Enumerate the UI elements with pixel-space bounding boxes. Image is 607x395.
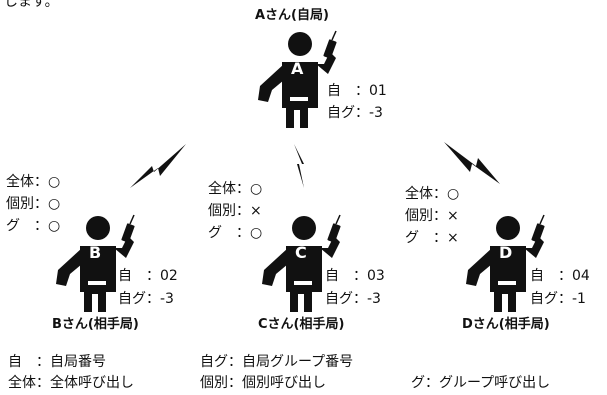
station-d-group: 自グ：-1 [530,290,586,308]
station-c-group: 自グ：-3 [325,290,381,308]
call-label: グ ： [208,225,250,241]
id-label: 自 ： [530,268,572,284]
call-group: グ ：× [405,229,459,247]
signal-bolt-ab [130,144,186,188]
call-mark: ○ [48,218,61,234]
legend-key: 個別 [200,375,228,391]
call-label: 個別： [6,196,48,212]
station-c-badge: C [295,243,307,262]
station-c-id: 自 ：03 [325,267,385,285]
id-label: 自 ： [327,83,369,99]
legend-key: グ [411,375,425,391]
station-d-badge: D [499,243,513,262]
call-mark: ○ [48,196,61,212]
call-label: 個別： [405,208,447,224]
legend-sep: ： [36,375,50,391]
call-mark: ○ [447,186,460,202]
call-group: グ ：○ [6,217,60,235]
person-with-radio-icon [258,30,337,128]
group-value: -3 [367,291,381,307]
call-all: 全体：○ [6,173,60,191]
legend-desc: 個別呼び出し [242,375,326,391]
legend-sep: ： [228,375,242,391]
station-d-calls: 全体：○ 個別：× グ ：× [405,185,459,247]
legend-id: 自 ：自局番号 [8,353,106,371]
call-group: グ ：○ [208,224,262,242]
station-b-name: Bさん(相手局) [52,317,139,332]
call-label: グ ： [405,230,447,246]
legend-all-call: 全体：全体呼び出し [8,374,134,392]
station-b-group: 自グ：-3 [118,290,174,308]
person-with-radio-icon [56,214,135,312]
station-a-group: 自グ：-3 [327,104,383,122]
id-value: 01 [369,83,387,99]
legend-sep: ： [36,354,50,370]
station-d-name: Dさん(相手局) [462,317,550,332]
station-a-badge: A [291,59,304,78]
legend-desc: グループ呼び出し [439,375,551,391]
call-label: 全体： [6,174,48,190]
group-label: 自グ： [118,291,160,307]
call-mark: ○ [250,225,263,241]
group-value: -1 [572,291,586,307]
call-mark: ○ [48,174,61,190]
id-label: 自 ： [118,268,160,284]
call-individual: 個別：× [208,202,262,220]
call-label: 個別： [208,203,250,219]
group-value: -3 [160,291,174,307]
group-value: -3 [369,105,383,121]
group-label: 自グ： [327,105,369,121]
station-b-id: 自 ：02 [118,267,178,285]
call-mark: × [447,208,459,224]
legend-individual-call: 個別：個別呼び出し [200,374,326,392]
header-fragment: します。 [4,0,59,10]
call-all: 全体：○ [208,180,262,198]
call-label: 全体： [208,181,250,197]
legend-group-id: 自グ：自局グループ番号 [200,353,353,371]
legend-key: 全体 [8,375,36,391]
station-b-badge: B [89,243,102,262]
call-mark: × [250,203,262,219]
legend-group-call: グ：グループ呼び出し [411,374,550,392]
call-individual: 個別：○ [6,195,60,213]
call-mark: ○ [250,181,263,197]
person-with-radio-icon [262,214,341,312]
station-d-id: 自 ：04 [530,267,590,285]
legend-desc: 全体呼び出し [50,375,134,391]
id-value: 02 [160,268,178,284]
legend-desc: 自局グループ番号 [242,354,354,370]
call-all: 全体：○ [405,185,459,203]
legend-sep: ： [425,375,439,391]
signal-bolt-ad [444,142,500,184]
call-individual: 個別：× [405,207,459,225]
legend-key: 自グ [200,354,228,370]
person-with-radio-icon [466,214,545,312]
legend-desc: 自局番号 [50,354,106,370]
call-mark: × [447,230,459,246]
id-value: 04 [572,268,590,284]
id-value: 03 [367,268,385,284]
station-b-calls: 全体：○ 個別：○ グ ：○ [6,173,60,235]
signal-bolt-ac [294,144,304,188]
station-a-id: 自 ：01 [327,82,387,100]
id-label: 自 ： [325,268,367,284]
station-c-calls: 全体：○ 個別：× グ ：○ [208,180,262,242]
call-label: グ ： [6,218,48,234]
legend-key: 自 [8,354,36,370]
group-label: 自グ： [530,291,572,307]
station-a-name: Aさん(自局) [255,8,329,23]
legend-sep: ： [228,354,242,370]
call-label: 全体： [405,186,447,202]
station-c-name: Cさん(相手局) [258,317,345,332]
group-label: 自グ： [325,291,367,307]
